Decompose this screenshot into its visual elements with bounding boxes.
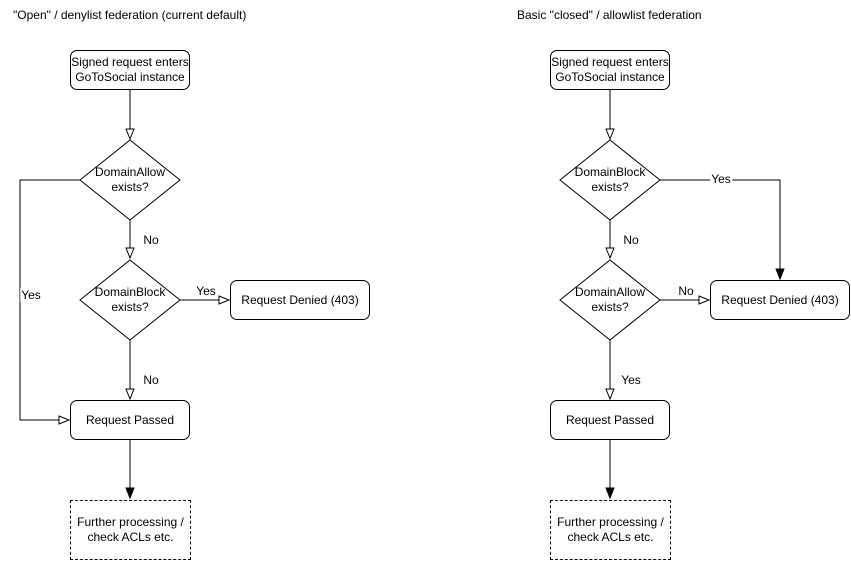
- label-right-decision-bottom: DomainAllow exists?: [574, 285, 646, 314]
- node-right-start: Signed request enters GoToSocial instanc…: [550, 50, 670, 90]
- diamond-left-decision-top: [79, 139, 181, 221]
- edge-left-decision-top-yes-to-passed: [19, 179, 80, 425]
- edge-label-left-yes-side: Yes: [20, 288, 42, 302]
- edge-label-left-yes-denied: Yes: [195, 284, 217, 298]
- edge-label-right-yes-bottom: Yes: [620, 373, 642, 387]
- edge-label-right-no-top: No: [622, 233, 640, 247]
- node-right-further-processing: Further processing / check ACLs etc.: [550, 500, 671, 560]
- node-left-start: Signed request enters GoToSocial instanc…: [70, 50, 190, 90]
- diamond-left-decision-bottom: [79, 259, 181, 341]
- edge-label-left-no-bottom: No: [142, 373, 160, 387]
- node-left-further-processing: Further processing / check ACLs etc.: [70, 500, 191, 560]
- node-right-request-passed: Request Passed: [550, 400, 670, 440]
- edge-label-right-no-denied: No: [677, 284, 695, 298]
- edge-right-decision-top-yes-to-denied: [660, 179, 785, 281]
- diagram-title-closed-federation: Basic "closed" / allowlist federation: [517, 8, 702, 22]
- diagram-title-open-federation: "Open" / denylist federation (current de…: [13, 8, 247, 22]
- edge-label-left-no-top: No: [142, 233, 160, 247]
- edge-label-right-yes-denied: Yes: [710, 172, 732, 186]
- node-left-request-denied: Request Denied (403): [230, 280, 370, 320]
- diamond-right-decision-top: [559, 139, 661, 221]
- label-left-decision-top: DomainAllow exists?: [94, 165, 166, 194]
- node-left-request-passed: Request Passed: [70, 400, 190, 440]
- diamond-right-decision-bottom: [559, 259, 661, 341]
- node-right-request-denied: Request Denied (403): [710, 280, 850, 320]
- label-right-decision-top: DomainBlock exists?: [574, 165, 646, 194]
- label-left-decision-bottom: DomainBlock exists?: [94, 285, 166, 314]
